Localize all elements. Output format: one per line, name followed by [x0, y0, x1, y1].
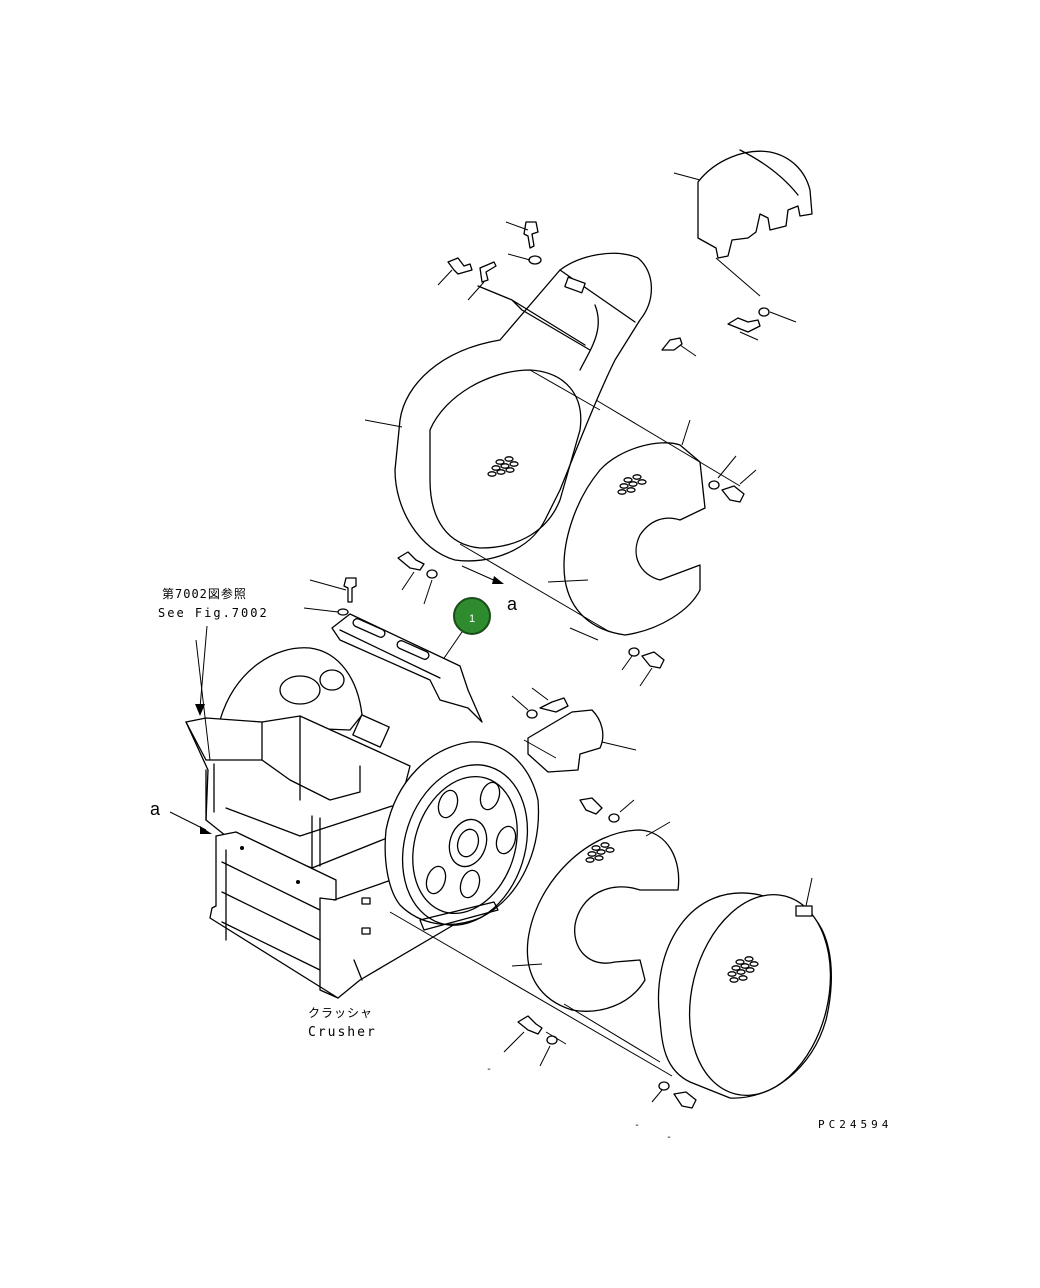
bolt-icon — [621, 647, 665, 687]
dash-mark: - — [634, 1120, 640, 1131]
bolt-icon — [437, 257, 473, 286]
arrow-a-icon — [169, 811, 212, 834]
arrow-label-top: a — [507, 594, 518, 614]
guard-bracket — [331, 613, 483, 723]
bolt-icon — [505, 221, 539, 249]
bolt-icon — [397, 551, 438, 605]
bolt-icon — [503, 1015, 567, 1067]
callout-number: 1 — [469, 613, 475, 625]
figure-code: PC24594 — [818, 1118, 892, 1131]
crusher-label-jp: クラッシャ — [308, 1006, 373, 1020]
see-fig-label-en: See Fig.7002 — [158, 606, 269, 620]
assembly-axis-lines — [459, 369, 741, 641]
arrow-a-icon — [461, 565, 504, 584]
lower-disc-cover — [511, 821, 680, 1012]
bolt-icon — [708, 455, 757, 503]
washer-icon — [507, 253, 542, 265]
bolt-icon — [361, 897, 371, 935]
vent-holes-upper — [487, 456, 647, 495]
callout-1[interactable]: 1 — [453, 597, 491, 635]
bolt-icon — [651, 1081, 697, 1109]
mount-rail — [477, 285, 591, 351]
flywheel — [384, 741, 540, 931]
upper-belt-cover — [364, 252, 652, 562]
upper-cover-cap — [673, 149, 813, 297]
bolt-icon — [303, 577, 357, 616]
lower-axis-lines — [195, 639, 673, 1077]
crusher-label-en: Crusher — [308, 1025, 377, 1040]
vent-holes-lower — [585, 842, 759, 983]
bracket-clip — [467, 261, 497, 301]
see-fig-label-jp: 第7002図参照 — [162, 586, 247, 601]
bolt-icon — [727, 307, 797, 341]
arrow-label-left: a — [150, 799, 161, 819]
small-bracket-plate — [527, 709, 637, 773]
dash-mark: - — [666, 1132, 672, 1143]
motor-drum-cover — [657, 877, 832, 1099]
upper-rear-cover — [563, 419, 706, 636]
bolt-icon — [511, 687, 569, 719]
bolt-icon — [661, 337, 697, 357]
bolt-icon — [579, 797, 635, 823]
arrow-see-fig-icon — [195, 625, 208, 716]
dash-mark: - — [486, 1064, 492, 1075]
